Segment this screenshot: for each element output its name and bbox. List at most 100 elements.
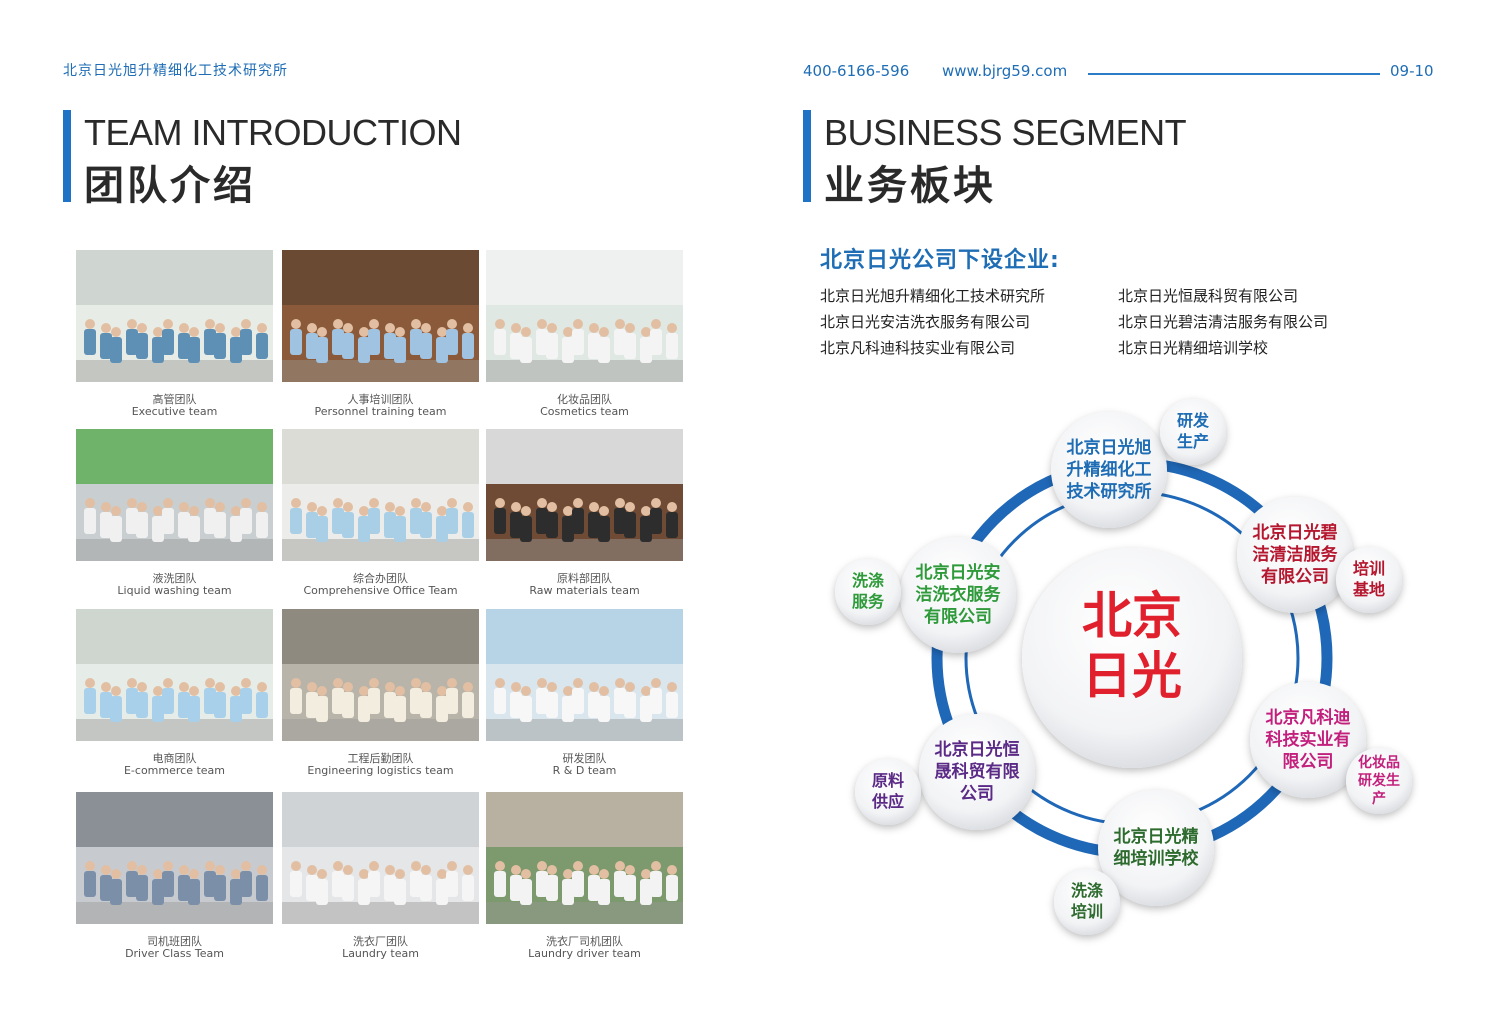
team-photo — [76, 792, 273, 924]
page-numbers: 09-10 — [1390, 62, 1434, 80]
photo-caption-en: Raw materials team — [529, 584, 640, 597]
section-accent-bar — [63, 110, 71, 202]
subsidiary-item: 北京日光安洁洗衣服务有限公司 — [820, 313, 1031, 331]
segment-node-label: 北京日光恒晟科贸有限公司 — [919, 739, 1035, 805]
segment-node-label: 北京日光安洁洗衣服务有限公司 — [900, 562, 1016, 628]
subsidiary-item: 北京日光旭升精细化工技术研究所 — [820, 287, 1046, 305]
institute-name: 北京日光旭升精细化工技术研究所 — [63, 63, 288, 79]
team-photo — [486, 792, 683, 924]
team-photo — [282, 609, 479, 741]
segment-node-line: 公司 — [960, 784, 994, 805]
photo-caption-en: Comprehensive Office Team — [303, 584, 458, 597]
segment-node-line: 洁洗衣服务 — [915, 585, 1001, 606]
photo-caption-zh: 电商团队 — [152, 752, 197, 765]
segment-tag-line: 服务 — [851, 591, 884, 611]
team-photo-image — [486, 250, 683, 382]
business-title-en: BUSINESS SEGMENT — [824, 112, 1187, 153]
team-photo-image — [76, 250, 273, 382]
phone-number: 400-6166-596 — [803, 62, 910, 80]
segment-node-line: 北京日光精 — [1113, 827, 1199, 847]
subsidiary-item: 北京凡科迪科技实业有限公司 — [820, 339, 1016, 357]
photo-caption-zh: 研发团队 — [562, 752, 607, 765]
segment-tag-line: 供应 — [871, 791, 904, 811]
segment-node-line: 北京日光安 — [915, 563, 1001, 583]
segment-node-line: 北京日光旭 — [1066, 438, 1152, 458]
center-label-line: 北京 — [1082, 587, 1182, 645]
business-title-zh: 业务板块 — [824, 163, 996, 209]
photo-caption-zh: 化妆品团队 — [557, 393, 612, 406]
photo-caption-en: Executive team — [131, 405, 218, 418]
team-photo — [282, 429, 479, 561]
segment-tag-circle — [1054, 869, 1120, 935]
segment-node-circle — [919, 714, 1035, 830]
segment-tag-circle — [855, 759, 921, 825]
segment-node-line: 北京凡科迪 — [1265, 708, 1351, 728]
photo-caption-zh: 洗衣厂司机团队 — [546, 935, 623, 948]
segment-node-line: 洁清洁服务 — [1252, 545, 1338, 566]
team-photo — [282, 250, 479, 382]
segment-node-label: 北京日光旭升精细化工技术研究所 — [1051, 437, 1167, 503]
photo-caption-en: Driver Class Team — [125, 947, 224, 960]
team-photo — [76, 429, 273, 561]
segment-tag-circle — [835, 559, 901, 625]
segment-tag-line: 培训 — [1352, 559, 1385, 579]
photo-caption-en: Laundry team — [342, 947, 419, 960]
photo-caption-zh: 人事培训团队 — [347, 393, 414, 406]
team-photo — [76, 250, 273, 382]
subsidiary-item: 北京日光恒晟科贸有限公司 — [1118, 287, 1299, 305]
segment-node-line: 晟科贸有限 — [934, 762, 1020, 783]
photo-caption-en: Laundry driver team — [528, 947, 641, 960]
photo-caption-en: Engineering logistics team — [307, 764, 454, 777]
segment-tag-line: 化妆品 — [1358, 754, 1400, 771]
segment-node-line: 有限公司 — [1261, 567, 1329, 588]
segment-node-line: 升精细化工 — [1066, 460, 1152, 481]
segment-node-line: 细培训学校 — [1113, 849, 1199, 870]
segment-tag-line: 洗涤 — [1070, 881, 1103, 901]
segment-tag-line: 培训 — [1070, 901, 1103, 921]
segment-node-circle — [1098, 790, 1214, 906]
photo-caption-zh: 司机班团队 — [147, 935, 202, 948]
segment-tag-line: 洗涤 — [851, 571, 884, 591]
photo-caption-zh: 综合办团队 — [353, 572, 408, 585]
photo-caption-en: Personnel training team — [314, 405, 447, 418]
center-label-line: 日光 — [1082, 647, 1182, 705]
team-photo-image — [76, 429, 273, 561]
segment-node-circle — [1250, 682, 1366, 798]
team-photo — [486, 609, 683, 741]
team-photo-image — [486, 429, 683, 561]
header-divider — [1088, 73, 1380, 75]
photo-caption-en: E-commerce team — [123, 764, 226, 777]
subsidiaries-title: 北京日光公司下设企业: — [820, 248, 1060, 273]
team-photo-image — [282, 792, 479, 924]
photo-caption-zh: 液洗团队 — [152, 572, 197, 585]
segment-node-line: 北京日光恒 — [934, 740, 1020, 760]
segment-tag-line: 研发生 — [1358, 772, 1400, 789]
subsidiary-item: 北京日光精细培训学校 — [1118, 339, 1269, 357]
team-title-zh: 团队介绍 — [84, 163, 256, 209]
segment-node-label: 北京凡科迪科技实业有限公司 — [1250, 707, 1366, 773]
segment-tag-circle — [1160, 399, 1226, 465]
team-photo-image — [76, 792, 273, 924]
center-circle — [1022, 548, 1242, 768]
website-link[interactable]: www.bjrg59.com — [942, 62, 1068, 80]
segment-tag-label: 化妆品研发生产 — [1346, 754, 1412, 809]
photo-caption-zh: 原料部团队 — [557, 572, 612, 585]
team-photo-image — [76, 609, 273, 741]
segment-tag-line: 基地 — [1352, 579, 1385, 599]
segment-tag-line: 研发 — [1176, 411, 1209, 431]
segment-tag-label: 原料供应 — [855, 771, 921, 813]
segment-node-line: 限公司 — [1282, 752, 1334, 773]
photo-caption-zh: 洗衣厂团队 — [353, 935, 408, 948]
segment-tag-circle — [1346, 748, 1412, 814]
segment-node-circle — [1237, 497, 1353, 613]
subsidiary-item: 北京日光碧洁清洁服务有限公司 — [1118, 313, 1329, 331]
segment-tag-line: 产 — [1372, 791, 1386, 808]
business-segment-diagram: 北京 日光 北京日光旭升精细化工技术研究所研发生产北京日光碧洁清洁服务有限公司培… — [820, 390, 1420, 950]
team-photo — [76, 609, 273, 741]
photo-caption-en: Liquid washing team — [117, 584, 232, 597]
diagram-ring-svg — [835, 399, 1412, 935]
team-photo-image — [282, 429, 479, 561]
team-photo-image — [282, 250, 479, 382]
team-photo — [486, 250, 683, 382]
segment-tag-label: 研发生产 — [1160, 411, 1226, 453]
